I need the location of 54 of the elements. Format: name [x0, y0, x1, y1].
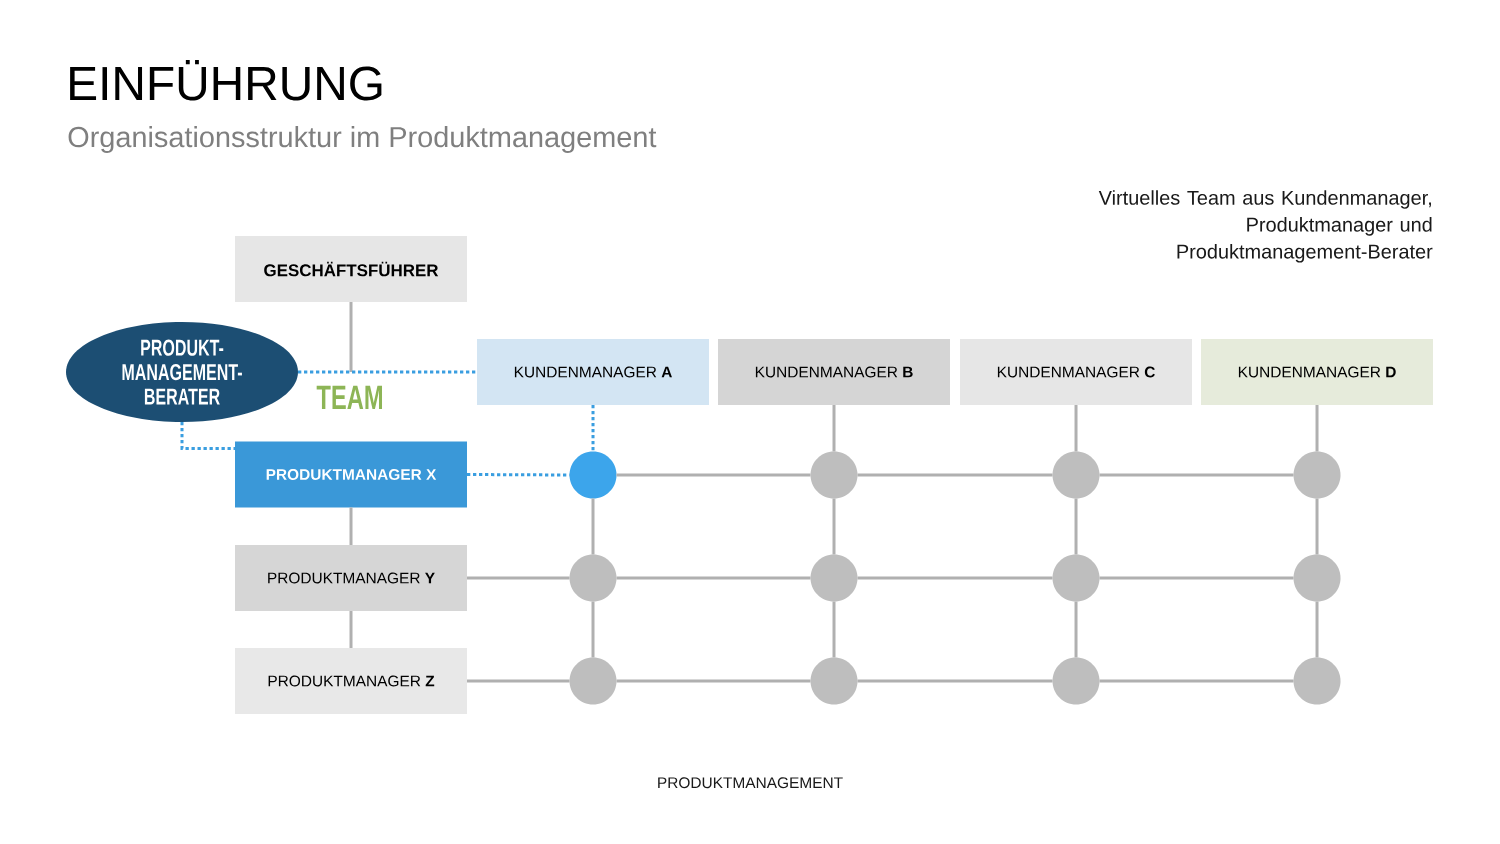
connector-line [857, 576, 1053, 580]
footer-label: PRODUKTMANAGEMENT [658, 777, 843, 789]
connector-line [349, 611, 353, 648]
dotted-connector [467, 473, 570, 477]
dotted-connector [180, 422, 235, 450]
junction-circle [810, 554, 858, 602]
connector-line [832, 405, 836, 452]
junction-circle [1052, 554, 1100, 602]
junction-circle [1293, 554, 1341, 602]
team-label: TEAM [316, 385, 382, 409]
role-box: PRODUKTMANAGER Y [235, 545, 467, 611]
role-box: PRODUKTMANAGER Z [235, 648, 467, 714]
connector-line [857, 473, 1053, 477]
connector-line [616, 679, 811, 683]
connector-line [349, 302, 353, 372]
title: EINFÜHRUNG [70, 59, 382, 101]
role-box: GESCHÄFTSFÜHRER [235, 236, 467, 302]
junction-circle [569, 554, 617, 602]
connector-line [1315, 405, 1319, 452]
connector-line [616, 576, 811, 580]
junction-circle [1293, 657, 1341, 705]
junction-circle [569, 451, 617, 499]
connector-line [467, 679, 570, 683]
connector-line [1074, 498, 1078, 555]
role-box: KUNDENMANAGER D [1201, 339, 1433, 405]
junction-circle [810, 451, 858, 499]
connector-line [467, 576, 570, 580]
connector-line [616, 473, 811, 477]
junction-circle [1052, 657, 1100, 705]
connector-line [857, 679, 1053, 683]
connector-line [1074, 405, 1078, 452]
role-box: KUNDENMANAGER B [718, 339, 950, 405]
junction-circle [810, 657, 858, 705]
connector-line [1315, 498, 1319, 555]
role-box: PRODUKTMANAGER X [235, 441, 467, 508]
role-box: KUNDENMANAGER A [477, 339, 709, 405]
role-box: KUNDENMANAGER C [960, 339, 1192, 405]
connector-line [1099, 473, 1294, 477]
dotted-connector [591, 405, 595, 452]
connector-line [1074, 601, 1078, 658]
junction-circle [569, 657, 617, 705]
dotted-connector [298, 370, 477, 374]
junction-circle [1052, 451, 1100, 499]
connector-line [349, 507, 353, 545]
connector-line [591, 601, 595, 658]
subtitle: Organisationsstruktur im Produktmanagement [68, 126, 657, 153]
note-text: Virtuelles Team aus Kundenmanager, Produktmanager und Produktmanagement-Berater [1098, 190, 1433, 263]
connector-line [1099, 576, 1294, 580]
connector-line [832, 498, 836, 555]
connector-line [1315, 601, 1319, 658]
connector-line [832, 601, 836, 658]
junction-circle [1293, 451, 1341, 499]
connector-line [1099, 679, 1294, 683]
connector-line [591, 498, 595, 555]
